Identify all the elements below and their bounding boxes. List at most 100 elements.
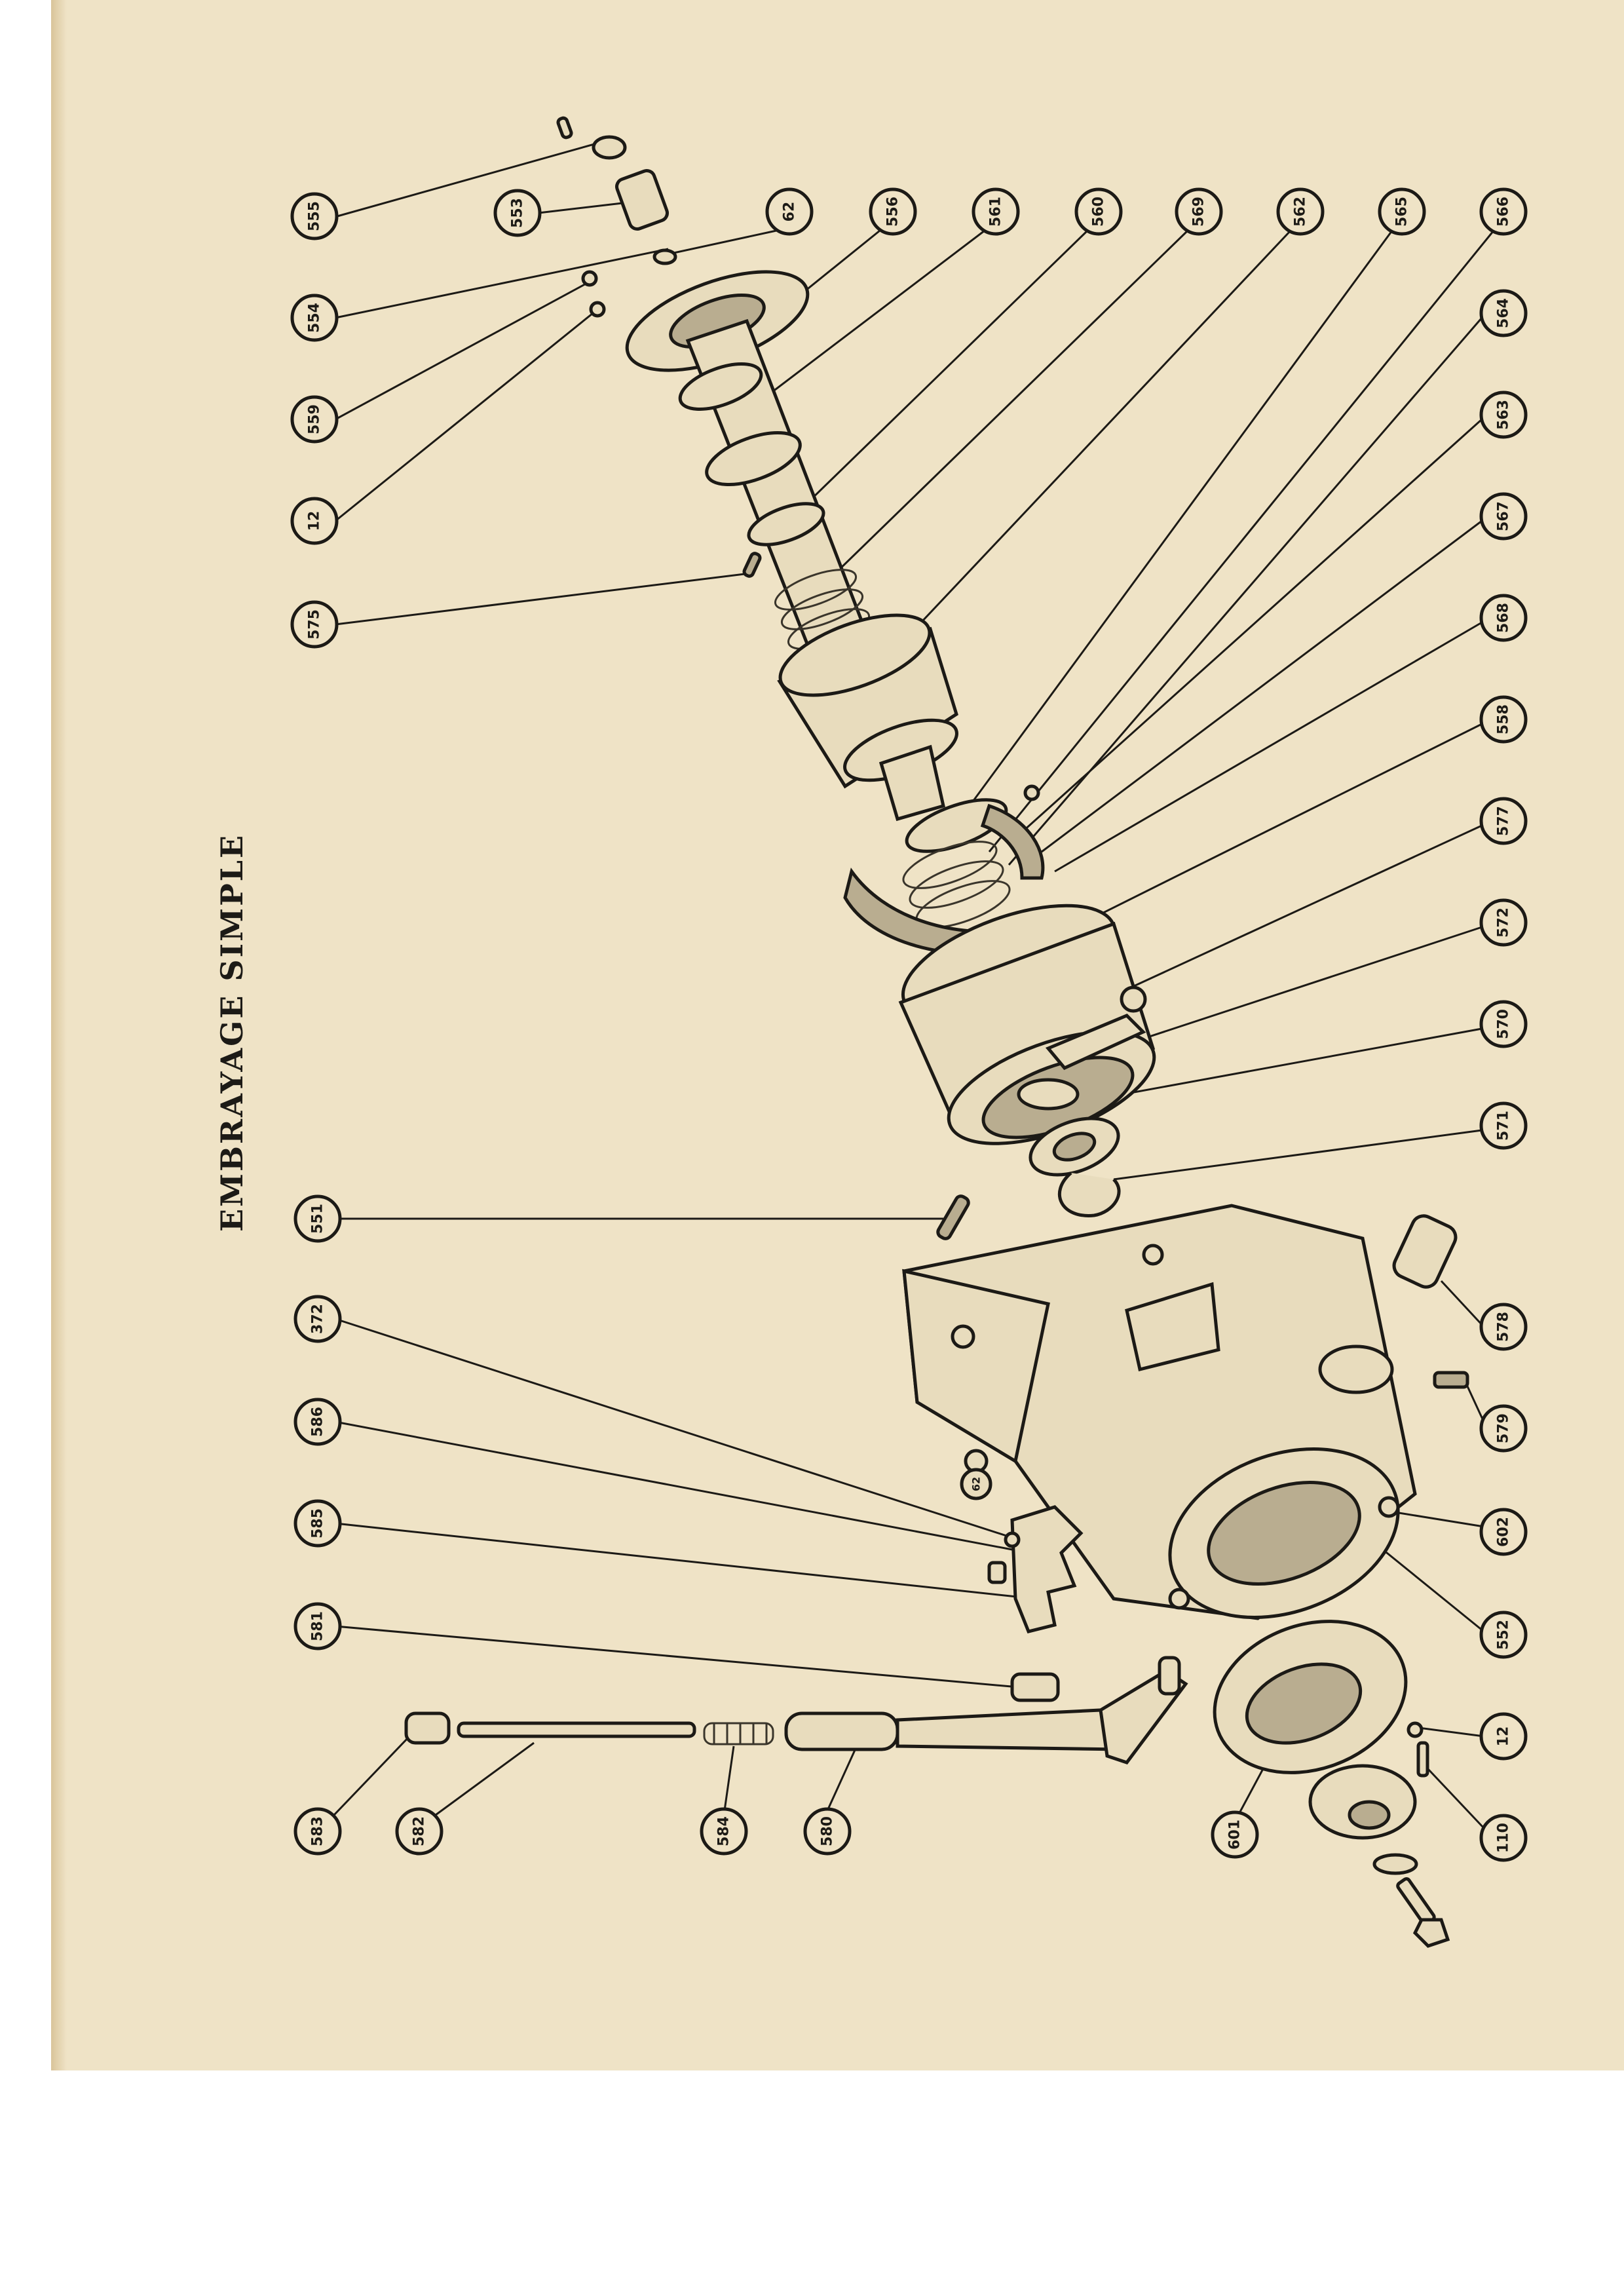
callout-582: 582 — [395, 1807, 444, 1856]
cone-drum-part — [777, 613, 958, 822]
callout-567: 567 — [1479, 492, 1528, 541]
svg-text:553: 553 — [510, 198, 526, 228]
callout-580: 580 — [803, 1807, 852, 1856]
svg-text:582: 582 — [411, 1816, 428, 1846]
callout-570: 570 — [1479, 1000, 1528, 1048]
svg-text:562: 562 — [1293, 197, 1309, 227]
rod-part — [404, 1711, 696, 1745]
nut-mark-label: 62 — [970, 1477, 983, 1491]
callout-556: 556 — [869, 187, 917, 236]
callout-554: 554 — [290, 294, 339, 342]
callout-372: 372 — [293, 1295, 342, 1343]
fork-end-part — [556, 116, 677, 265]
svg-text:110: 110 — [1496, 1823, 1512, 1853]
svg-text:567: 567 — [1496, 501, 1512, 531]
callout-601: 601 — [1211, 1810, 1259, 1859]
svg-text:551: 551 — [310, 1204, 326, 1234]
callout-564: 564 — [1479, 289, 1528, 337]
callout-551: 551 — [293, 1194, 342, 1243]
svg-text:12: 12 — [1496, 1726, 1512, 1747]
svg-text:580: 580 — [820, 1816, 836, 1846]
svg-text:575: 575 — [307, 609, 323, 639]
callout-558: 558 — [1479, 695, 1528, 744]
clutch-drum-part — [898, 904, 1156, 1145]
svg-text:12: 12 — [307, 511, 323, 531]
bearing-part — [1029, 1116, 1121, 1217]
callout-562: 562 — [1276, 187, 1325, 236]
callout-566: 566 — [1479, 187, 1528, 236]
shaft-part — [678, 318, 867, 651]
callout-62: 62 — [765, 187, 814, 236]
svg-text:579: 579 — [1496, 1413, 1512, 1443]
svg-text:586: 586 — [310, 1407, 326, 1437]
callout-578: 578 — [1479, 1303, 1528, 1351]
diagram-title: EMBRAYAGE SIMPLE — [214, 833, 250, 1232]
callout-583: 583 — [293, 1807, 342, 1856]
svg-text:569: 569 — [1191, 197, 1207, 227]
svg-text:570: 570 — [1496, 1009, 1512, 1039]
callout-565: 565 — [1378, 187, 1426, 236]
callouts: 555 553 62 556 561 560 569 562 565 566 5… — [290, 187, 1528, 1862]
svg-text:585: 585 — [310, 1508, 326, 1538]
svg-text:372: 372 — [310, 1304, 326, 1334]
svg-text:566: 566 — [1496, 197, 1512, 227]
svg-text:563: 563 — [1496, 400, 1512, 430]
callout-602: 602 — [1479, 1508, 1528, 1556]
callout-577: 577 — [1479, 797, 1528, 845]
callout-559: 559 — [290, 395, 339, 444]
callout-568: 568 — [1479, 594, 1528, 642]
callout-581: 581 — [293, 1602, 342, 1650]
callout-555: 555 — [290, 192, 339, 240]
svg-text:568: 568 — [1496, 603, 1512, 633]
fork-lever-part — [1017, 985, 1147, 1111]
bracket-part — [987, 1505, 1084, 1633]
svg-text:556: 556 — [885, 197, 901, 227]
svg-text:584: 584 — [716, 1816, 732, 1846]
callout-586: 586 — [293, 1398, 342, 1446]
cap-bolt-part — [1308, 1721, 1450, 1948]
svg-text:564: 564 — [1496, 298, 1512, 328]
callout-563: 563 — [1479, 391, 1528, 439]
svg-text:561: 561 — [988, 197, 1004, 227]
svg-text:583: 583 — [310, 1816, 326, 1846]
callout-552: 552 — [1479, 1611, 1528, 1659]
svg-text:62: 62 — [782, 202, 798, 222]
svg-text:565: 565 — [1394, 197, 1410, 227]
svg-text:572: 572 — [1496, 907, 1512, 938]
callout-579: 579 — [1479, 1404, 1528, 1453]
callout-110: 110 — [1479, 1814, 1528, 1862]
svg-text:554: 554 — [307, 303, 323, 333]
callout-571: 571 — [1479, 1101, 1528, 1150]
clutch-lever-part — [784, 1656, 1188, 1764]
callout-12-upper: 12 — [290, 497, 339, 545]
leader-lines — [333, 140, 1495, 1829]
end-cover-part — [1213, 1620, 1408, 1774]
svg-text:601: 601 — [1227, 1820, 1243, 1850]
svg-text:571: 571 — [1496, 1111, 1512, 1141]
ring-set-part — [902, 784, 1040, 928]
svg-text:558: 558 — [1496, 704, 1512, 734]
svg-text:578: 578 — [1496, 1312, 1512, 1342]
callout-561: 561 — [972, 187, 1020, 236]
gearbox-housing-part — [902, 1204, 1417, 1620]
callout-560: 560 — [1074, 187, 1123, 236]
callout-585: 585 — [293, 1499, 342, 1548]
pin-part — [936, 1194, 970, 1240]
svg-text:560: 560 — [1091, 197, 1107, 227]
callout-575: 575 — [290, 600, 339, 649]
callout-569: 569 — [1175, 187, 1223, 236]
callout-572: 572 — [1479, 898, 1528, 947]
svg-text:559: 559 — [307, 404, 323, 434]
parts-drawing: 62 — [404, 116, 1469, 1948]
svg-text:552: 552 — [1496, 1620, 1512, 1650]
svg-text:577: 577 — [1496, 806, 1512, 836]
lever-spring-part — [703, 1722, 774, 1745]
svg-text:581: 581 — [310, 1611, 326, 1641]
svg-text:555: 555 — [307, 201, 323, 231]
paper-binding-edge — [51, 0, 67, 2070]
callout-12-lower: 12 — [1479, 1712, 1528, 1761]
plunger-part — [1392, 1214, 1469, 1389]
callout-584: 584 — [700, 1807, 748, 1856]
callout-553: 553 — [493, 189, 542, 237]
